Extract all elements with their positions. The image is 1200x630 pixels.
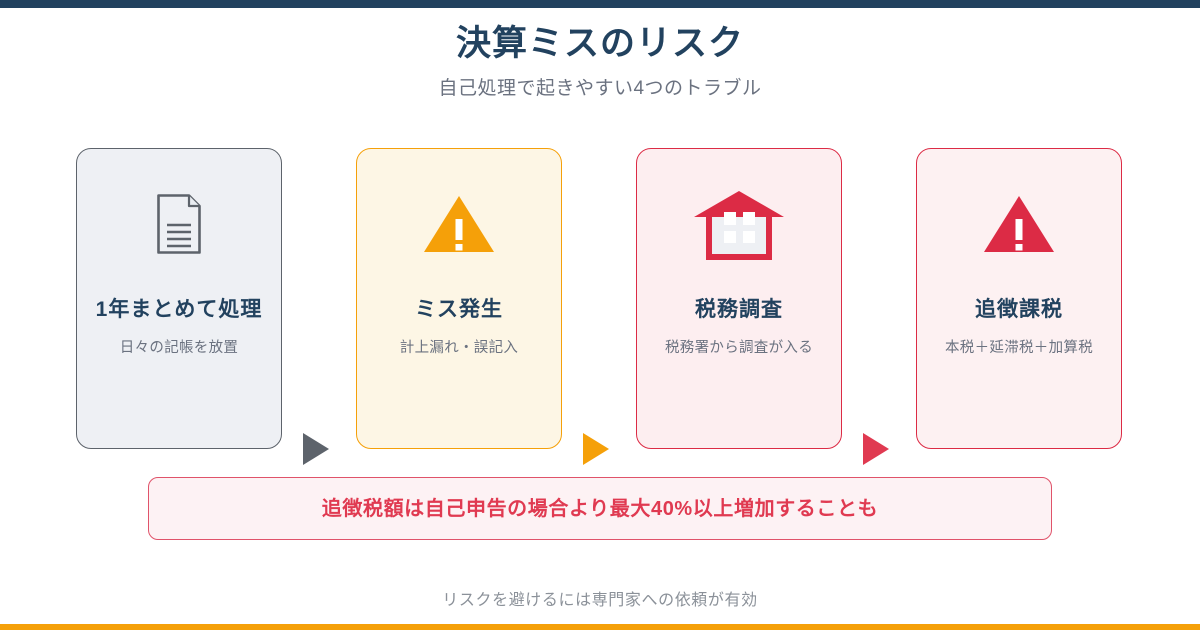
flow-card-title: 税務調査: [695, 298, 783, 321]
page-title: 決算ミスのリスク: [455, 24, 744, 63]
flow-arrow-1-icon: [303, 433, 329, 465]
flow-card-1: 1年まとめて処理 日々の記帳を放置: [76, 148, 282, 449]
flow-card-title: 1年まとめて処理: [95, 298, 263, 321]
flow-arrow-2-icon: [583, 433, 609, 465]
flow-arrow-3-icon: [863, 433, 889, 465]
tax-office-building-icon: [637, 149, 841, 299]
warning-banner-text: 追徴税額は自己申告の場合より最大40%以上増加することも: [321, 497, 879, 520]
warning-banner: 追徴税額は自己申告の場合より最大40%以上増加することも: [148, 477, 1052, 540]
flow-card-title: 追徴課税: [975, 298, 1063, 321]
footer-text: リスクを避けるには専門家への依頼が有効: [442, 592, 758, 609]
flow-card-subtitle: 計上漏れ・誤記入: [399, 340, 519, 356]
flow-card-2: ミス発生 計上漏れ・誤記入: [356, 148, 562, 449]
page-subtitle: 自己処理で起きやすい4つのトラブル: [438, 77, 762, 99]
flow-card-title: ミス発生: [415, 298, 503, 321]
warning-triangle-icon: [357, 149, 561, 299]
header: 決算ミスのリスク 自己処理で起きやすい4つのトラブル: [0, 8, 1200, 100]
document-icon: [77, 149, 281, 299]
flow-card-4: 追徴課税 本税＋延滞税＋加算税: [916, 148, 1122, 449]
bottom-accent-bar: [0, 624, 1200, 630]
flow-card-subtitle: 税務署から調査が入る: [665, 340, 813, 356]
warning-triangle-icon: [917, 149, 1121, 299]
top-accent-bar: [0, 0, 1200, 8]
footer: リスクを避けるには専門家への依頼が有効: [0, 592, 1200, 610]
flow-card-3: 税務調査 税務署から調査が入る: [636, 148, 842, 449]
flow-card-subtitle: 日々の記帳を放置: [119, 340, 239, 356]
risk-flow-diagram: 1年まとめて処理 日々の記帳を放置 ミス発生 計上漏れ・誤記入 税務調査: [76, 148, 1128, 465]
flow-card-subtitle: 本税＋延滞税＋加算税: [945, 340, 1093, 356]
